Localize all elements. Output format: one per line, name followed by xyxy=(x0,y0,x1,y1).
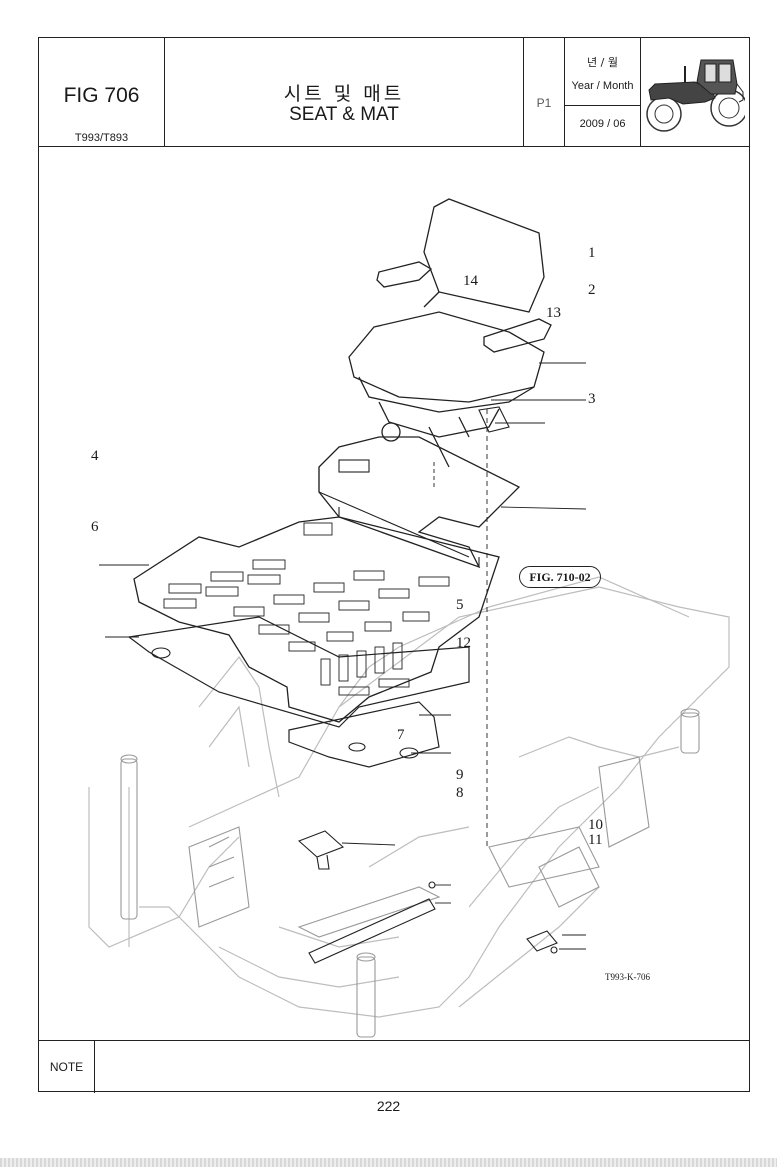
parts-drawing xyxy=(88,198,730,1038)
cab-frame xyxy=(88,576,730,1018)
tractor-icon xyxy=(646,59,745,132)
callout-6: 6 xyxy=(91,519,99,535)
callout-13: 13 xyxy=(546,305,561,321)
date-divider xyxy=(565,105,640,106)
callout-10: 10 xyxy=(588,817,603,833)
callout-2: 2 xyxy=(588,282,596,298)
page-label: P1 xyxy=(536,96,552,110)
callout-7: 7 xyxy=(397,727,405,743)
tractor-cell xyxy=(641,38,749,146)
page-cell: P1 xyxy=(524,38,565,146)
mat-5 xyxy=(288,701,440,768)
seat-platform-3 xyxy=(318,436,521,569)
year-month-english: Year / Month xyxy=(571,80,634,92)
date-cell: 년 / 월 Year / Month 2009 / 06 xyxy=(565,38,641,146)
title-korean: 시트 및 매트 xyxy=(283,83,405,105)
note-label: NOTE xyxy=(39,1041,95,1093)
callout-12: 12 xyxy=(456,635,471,651)
document-frame: FIG 706 T993/T893 시트 및 매트 SEAT & MAT P1 … xyxy=(38,37,750,1093)
callout-14: 14 xyxy=(463,273,478,289)
year-month-korean: 년 / 월 xyxy=(587,56,618,69)
callout-8: 8 xyxy=(456,785,464,801)
date-value: 2009 / 06 xyxy=(579,118,626,130)
scan-edge xyxy=(0,1158,777,1167)
floor-mat-4 xyxy=(133,516,500,723)
title-cell: 시트 및 매트 SEAT & MAT xyxy=(165,38,524,146)
page-number: 222 xyxy=(376,1098,401,1114)
callout-11: 11 xyxy=(588,832,603,848)
callout-3: 3 xyxy=(588,391,596,407)
callout-5: 5 xyxy=(456,597,464,613)
figure-reference-link[interactable]: FIG. 710-02 xyxy=(519,566,601,588)
figure-number: FIG 706 xyxy=(63,84,140,107)
mat-6 xyxy=(127,616,470,728)
callout-1: 1 xyxy=(588,245,596,261)
callout-4: 4 xyxy=(91,448,99,464)
note-row: NOTE xyxy=(39,1040,749,1093)
seat-1 xyxy=(348,198,552,468)
figure-cell: FIG 706 T993/T893 xyxy=(39,38,165,146)
title-english: SEAT & MAT xyxy=(289,104,399,125)
callout-9: 9 xyxy=(456,767,464,783)
header-table: FIG 706 T993/T893 시트 및 매트 SEAT & MAT P1 … xyxy=(39,38,749,147)
model-code: T993/T893 xyxy=(74,132,129,144)
drawing-code: T993-K-706 xyxy=(605,972,650,982)
